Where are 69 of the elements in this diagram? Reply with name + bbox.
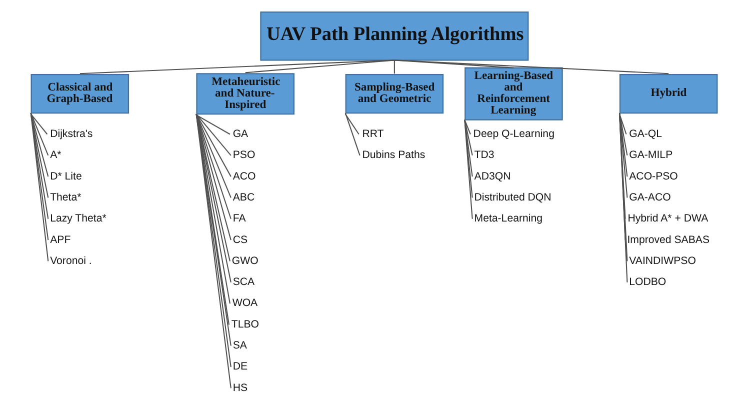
node-text: TLBO xyxy=(231,318,260,330)
node-box: Hybrid xyxy=(619,74,718,114)
node-text: RRT xyxy=(362,128,384,140)
connector xyxy=(619,113,628,156)
node-text: SA xyxy=(232,340,247,352)
node-text: Dijkstra's xyxy=(50,128,93,140)
node-text: TD3 xyxy=(474,149,494,162)
node-text: ABC xyxy=(232,191,255,204)
connector xyxy=(394,60,669,74)
node-box: Sampling-Based and Geometric xyxy=(345,74,444,114)
connector xyxy=(344,112,360,156)
node-text: ACO-PSO xyxy=(629,170,678,182)
connector xyxy=(196,114,232,198)
node-text: Dubins Paths xyxy=(362,149,426,162)
node-text: VAINDIWPSO xyxy=(629,254,696,267)
node-text: Distributed DQN xyxy=(474,191,552,204)
node-text: AD3QN xyxy=(474,170,511,182)
node-text: LODBO xyxy=(629,276,666,288)
node-box: Metaheuristic and Nature-Inspired xyxy=(196,73,294,115)
node-box: UAV Path Planning Algorithms xyxy=(260,12,529,61)
node-text: GA-QL xyxy=(629,128,662,140)
node-box: Learning-Based and Reinforcement Learning xyxy=(464,67,563,120)
node-text: HS xyxy=(232,382,248,394)
node-text: FA xyxy=(232,212,246,225)
connector xyxy=(30,114,48,135)
node-text: A* xyxy=(50,149,62,162)
node-text: GA-MILP xyxy=(629,149,673,162)
connector xyxy=(619,113,626,219)
node-text: ACO xyxy=(232,170,256,182)
node-text: GWO xyxy=(232,254,258,267)
node-text: Lazy Theta* xyxy=(50,212,106,225)
node-text: Theta* xyxy=(50,191,82,204)
connector xyxy=(196,114,232,220)
node-text: DE xyxy=(232,360,248,373)
node-text: GA-ACO xyxy=(629,191,671,204)
connector xyxy=(619,113,628,177)
node-text: Deep Q-Learning xyxy=(473,128,554,140)
node-text: Voronoi . xyxy=(50,254,92,267)
node-text: D* Lite xyxy=(50,170,82,182)
connector xyxy=(619,114,627,134)
connector xyxy=(30,112,49,198)
connector xyxy=(245,60,394,74)
connector xyxy=(464,120,473,177)
connector xyxy=(464,120,473,219)
node-text: GA xyxy=(232,128,248,140)
node-text: Hybrid A* + DWA xyxy=(628,212,708,225)
node-text: PSO xyxy=(232,149,256,162)
connector xyxy=(464,120,471,134)
connector xyxy=(196,114,232,156)
connector xyxy=(196,114,232,177)
node-text: WOA xyxy=(232,297,258,310)
connector xyxy=(464,120,473,198)
node-text: Improved SABAS xyxy=(627,234,710,246)
connector xyxy=(344,114,360,135)
connector xyxy=(196,114,232,240)
node-text: SCA xyxy=(232,276,255,288)
connector xyxy=(30,112,49,177)
node-text: CS xyxy=(232,234,248,246)
node-box: Classical and Graph-Based xyxy=(30,74,130,114)
node-text: APF xyxy=(50,234,71,246)
connector xyxy=(619,113,628,198)
connector xyxy=(394,60,514,68)
connector xyxy=(196,114,230,135)
node-text: Meta-Learning xyxy=(474,212,542,225)
connector xyxy=(30,112,49,156)
connector xyxy=(30,113,49,219)
connector xyxy=(464,120,473,156)
connector xyxy=(394,60,395,74)
connector xyxy=(80,60,394,74)
